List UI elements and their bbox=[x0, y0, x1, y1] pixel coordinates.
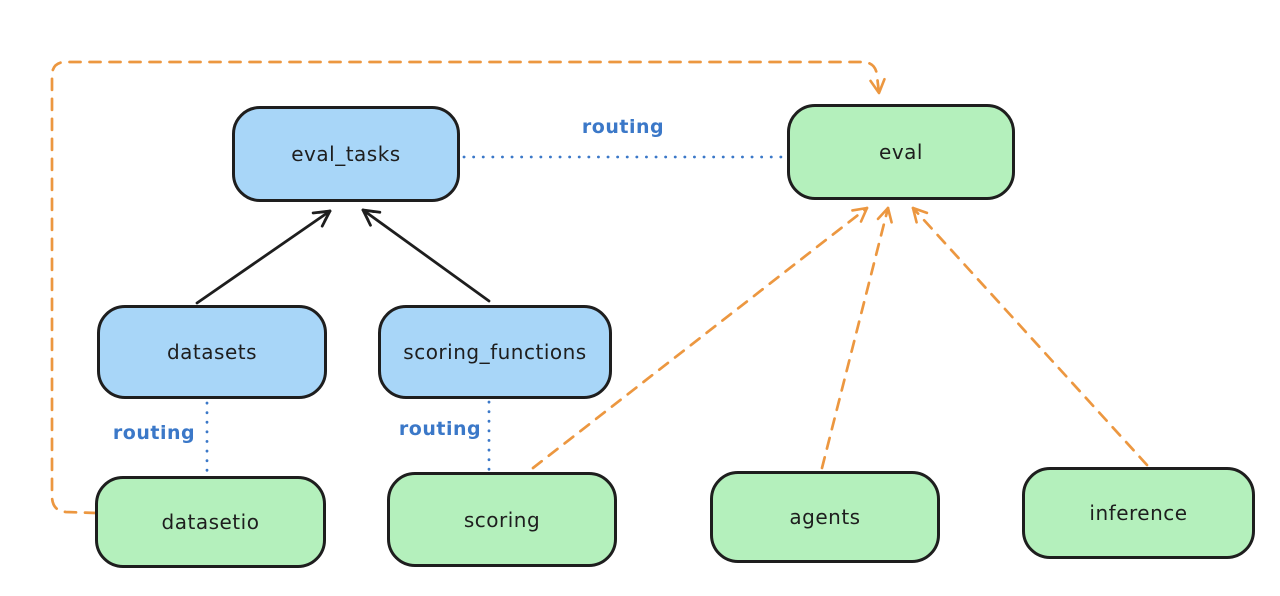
node-scoring: scoring bbox=[387, 472, 617, 567]
node-agents: agents bbox=[710, 471, 940, 563]
edge-scoring-to-eval bbox=[531, 206, 869, 470]
node-scoring-functions-label: scoring_functions bbox=[403, 340, 587, 364]
edge-datasetio-to-eval bbox=[50, 60, 886, 515]
node-datasetio-label: datasetio bbox=[161, 510, 260, 534]
node-eval-label: eval bbox=[879, 140, 923, 164]
routing-label-scoring-functions-scoring: routing bbox=[398, 418, 482, 440]
node-agents-label: agents bbox=[789, 505, 861, 529]
node-eval-tasks-label: eval_tasks bbox=[291, 142, 401, 166]
routing-label-datasets-datasetio: routing bbox=[112, 422, 196, 444]
edge-agents-to-eval bbox=[820, 206, 893, 470]
routing-label-eval-tasks-eval: routing bbox=[581, 116, 665, 138]
node-scoring-functions: scoring_functions bbox=[378, 305, 612, 399]
node-inference: inference bbox=[1022, 467, 1255, 559]
node-eval-tasks: eval_tasks bbox=[232, 106, 460, 202]
node-datasets-label: datasets bbox=[166, 340, 258, 364]
edge-inference-to-eval bbox=[911, 206, 1149, 467]
node-inference-label: inference bbox=[1089, 501, 1188, 525]
node-datasets: datasets bbox=[97, 305, 327, 399]
node-datasetio: datasetio bbox=[95, 476, 326, 568]
edge-datasets-to-eval-tasks bbox=[195, 209, 332, 305]
node-scoring-label: scoring bbox=[463, 507, 541, 532]
edge-scoring-functions-to-eval-tasks bbox=[361, 208, 491, 303]
node-eval: eval bbox=[787, 104, 1015, 200]
